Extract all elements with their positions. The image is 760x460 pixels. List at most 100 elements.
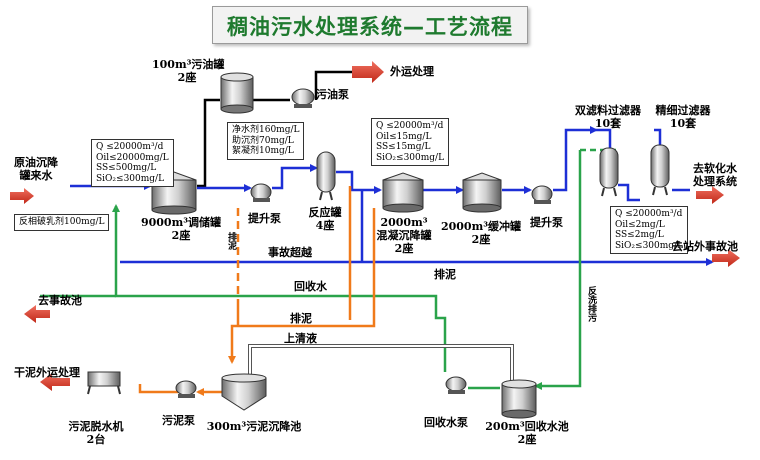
reactor-icon: [316, 151, 336, 201]
to-accident-pool-label: 去站外事故池: [672, 240, 738, 253]
coagulation-tank-label: 2000m³ 混凝沉降罐 2座: [374, 216, 434, 255]
dewater-count: 2台: [86, 433, 106, 446]
oil-pump-label: 污油泵: [316, 88, 349, 101]
supernatant-label: 上清液: [284, 332, 317, 345]
recycle-pump-label: 回收水泵: [424, 416, 468, 429]
recycle-pump-icon: [445, 376, 467, 394]
accident-pool-arrow-icon: [24, 305, 50, 323]
sludge-drain-3-label: 排泥: [290, 312, 312, 325]
mid-spec-oil: Oil≤15mg/L: [376, 131, 432, 142]
lift-pump-icon: [531, 185, 553, 204]
softener-line-2: 处理系统: [693, 175, 737, 188]
oil-tank-icon: [220, 72, 254, 114]
outlet-spec-ss: SS≤2mg/L: [615, 230, 664, 240]
softener-arrow-icon: [696, 186, 724, 204]
regulating-tank-label: 9000m³调储罐 2座: [140, 216, 222, 242]
fine-filter-count: 10套: [669, 117, 697, 130]
dewater-name: 污泥脱水机: [68, 420, 124, 433]
coagulation-tank-volume: 2000m³: [380, 216, 428, 229]
regulating-tank-count: 2座: [171, 229, 191, 242]
softener-line-1: 去软化水: [693, 162, 737, 175]
buffer-tank-icon: [462, 172, 502, 213]
reactor-count: 4座: [315, 219, 335, 232]
lift-pump-icon: [250, 183, 272, 202]
lift-pump-1-label: 提升泵: [248, 212, 281, 225]
outlet-spec-oil: Oil≤2mg/L: [615, 219, 665, 230]
backwash-label: 反洗排污: [586, 286, 596, 322]
mid-spec-ss: SS≤15mg/L: [376, 142, 431, 152]
chemical-settling-aid-dose: 助沉剂70mg/L: [232, 135, 294, 146]
off-site-accident-pool-arrow-icon: [712, 249, 740, 267]
oil-tank-count: 2座: [177, 71, 197, 84]
oil-tank-label: 100m³污油罐 2座: [152, 58, 225, 84]
outlet-spec-sio2: SiO₂≤300mg/L: [615, 240, 684, 251]
source-line-2: 罐来水: [19, 169, 53, 182]
coagulation-tank-icon: [382, 172, 424, 213]
dual-filter-icon: [599, 147, 619, 197]
mid-spec-flow: Q ≤20000m³/d: [376, 121, 444, 131]
sludge-pool-label: 300m³污泥沉降池: [206, 420, 302, 433]
chemical-purifier-dose: 净水剂160mg/L: [232, 125, 300, 135]
demulsifier-dose: 反相破乳剂100mg/L: [19, 217, 105, 227]
mid-spec-sio2: SiO₂≤300mg/L: [376, 152, 445, 163]
mid-spec-box: Q ≤20000m³/d Oil≤15mg/L SS≤15mg/L SiO₂≤3…: [371, 118, 450, 166]
buffer-tank-count: 2座: [471, 233, 491, 246]
demulsifier-spec-box: 反相破乳剂100mg/L: [14, 214, 110, 231]
lift-pump-2-label: 提升泵: [530, 216, 563, 229]
outlet-spec-box: Q ≤20000m³/d Oil≤2mg/L SS≤2mg/L SiO₂≤300…: [610, 206, 689, 254]
recycle-water-label: 回收水: [294, 280, 327, 293]
sludge-pump-icon: [175, 380, 197, 398]
dual-filter-name: 双滤料过滤器: [575, 104, 641, 117]
recycle-pool-name: 200m³回收水池: [485, 420, 569, 433]
fine-filter-icon: [650, 144, 670, 196]
sludge-pump-label: 污泥泵: [162, 414, 195, 427]
dewater-label: 污泥脱水机 2台: [56, 420, 136, 446]
recycle-water-pipeline: [40, 148, 620, 390]
title-banner: 稠油污水处理系统—工艺流程: [212, 6, 528, 44]
chemical-flocculant-dose: 絮凝剂10mg/L: [232, 146, 294, 156]
recycle-pool-icon: [501, 379, 537, 419]
to-pool-label: 去事故池: [38, 294, 82, 307]
inlet-spec-box: Q ≤20000m³/d Oil≤20000mg/L SS≤500mg/L Si…: [91, 139, 174, 187]
dewatering-machine-icon: [87, 371, 121, 395]
source-arrow-icon: [10, 188, 34, 204]
coagulation-tank-count: 2座: [394, 242, 414, 255]
dual-filter-label: 双滤料过滤器 10套: [572, 104, 644, 130]
buffer-tank-label: 2000m³缓冲罐 2座: [440, 220, 522, 246]
inlet-spec-oil: Oil≤20000mg/L: [96, 152, 169, 163]
sludge-drain-2-label: 排泥: [434, 268, 456, 281]
coagulation-tank-name: 混凝沉降罐: [376, 229, 432, 242]
reactor-name: 反应罐: [308, 206, 342, 219]
sludge-drain-1-label: 排泥: [226, 232, 236, 250]
oil-pipeline: [197, 70, 352, 188]
outlet-spec-flow: Q ≤20000m³/d: [615, 209, 683, 219]
fine-filter-name: 精细过滤器: [655, 104, 711, 117]
recycle-pool-count: 2座: [517, 433, 537, 446]
dry-mud-label: 干泥外运处理: [14, 366, 80, 379]
dual-filter-count: 10套: [594, 117, 622, 130]
oil-pump-icon: [291, 88, 315, 108]
inlet-spec-flow: Q ≤20000m³/d: [96, 142, 164, 152]
supernatant-pipeline: [248, 344, 514, 386]
source-line-1: 原油沉降: [14, 156, 58, 169]
softener-label: 去软化水 处理系统: [680, 162, 750, 188]
bypass-label: 事故超越: [268, 246, 312, 259]
export-label: 外运处理: [390, 65, 434, 78]
fine-filter-label: 精细过滤器 10套: [648, 104, 718, 130]
regulating-tank-icon: [151, 171, 197, 215]
sludge-pipeline: [138, 186, 376, 396]
buffer-tank-name: 2000m³缓冲罐: [440, 220, 522, 233]
inlet-spec-ss: SS≤500mg/L: [96, 163, 157, 173]
recycle-pool-label: 200m³回收水池 2座: [482, 420, 572, 446]
sludge-pool-name: 300m³污泥沉降池: [206, 420, 302, 433]
oil-tank-name: 100m³污油罐: [152, 58, 225, 71]
source-label: 原油沉降 罐来水: [6, 156, 66, 182]
export-arrow-icon: [352, 61, 384, 83]
regulating-tank-name: 9000m³调储罐: [140, 216, 222, 229]
inlet-spec-sio2: SiO₂≤300mg/L: [96, 173, 165, 184]
dry-mud-export-arrow-icon: [40, 373, 70, 391]
chemicals-spec-box: 净水剂160mg/L 助沉剂70mg/L 絮凝剂10mg/L: [227, 122, 305, 160]
reactor-label: 反应罐 4座: [298, 206, 352, 232]
diagram-title: 稠油污水处理系统—工艺流程: [227, 15, 513, 39]
